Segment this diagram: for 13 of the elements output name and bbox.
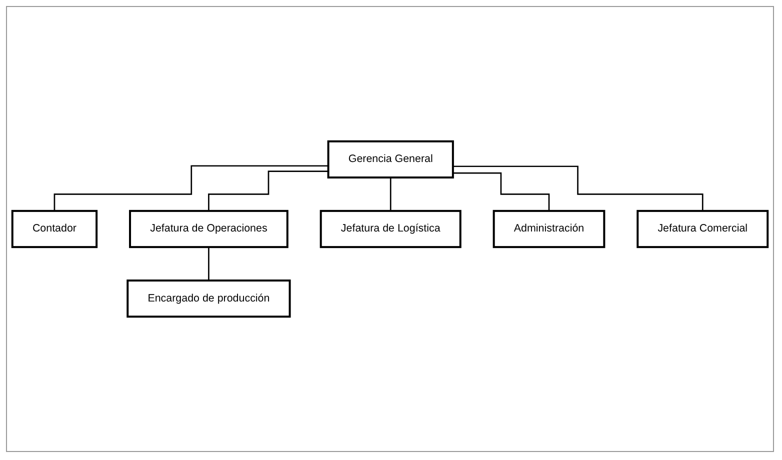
node-box: Jefatura Comercial <box>636 210 769 248</box>
node-box: Administración <box>492 210 606 248</box>
connector <box>390 176 392 212</box>
connector <box>452 166 704 212</box>
node-box: Jefatura de Operaciones <box>129 210 288 248</box>
node-box: Gerencia General <box>327 140 454 178</box>
connector <box>54 165 328 212</box>
connector <box>208 246 210 282</box>
connector <box>208 170 328 212</box>
node-box: Encargado de producción <box>126 280 291 318</box>
node-box: Jefatura de Logística <box>320 210 462 248</box>
connector <box>452 172 550 212</box>
node-box: Contador <box>11 210 98 248</box>
